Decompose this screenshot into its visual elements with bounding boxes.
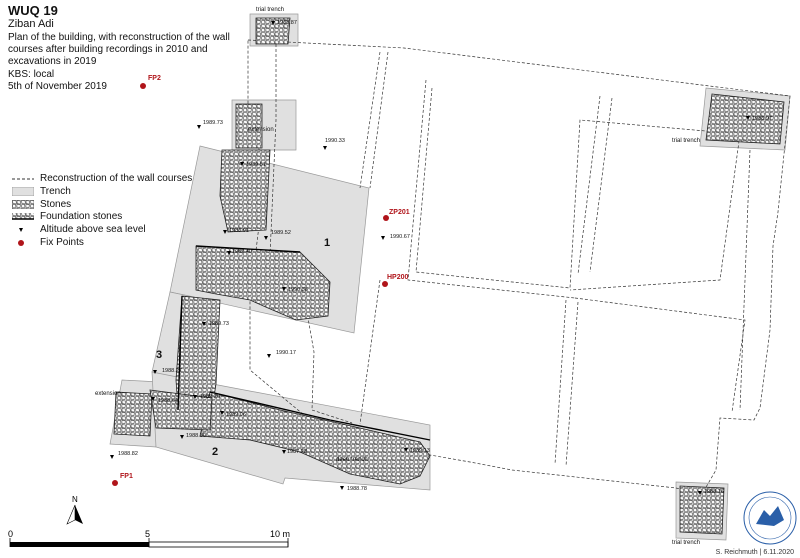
altitude-a11: 1990.17 [276,350,296,356]
site-name: Ziban Adi [8,18,54,30]
legend-reconstruction: Reconstruction of the wall courses [12,172,192,184]
stones-extension-top [235,103,263,149]
kbs-label: KBS: local [8,69,55,80]
fix-point-hp200-label: HP200 [387,274,409,281]
fix-point-zp201-marker [383,215,389,221]
stones-middle-band [195,245,331,321]
scale-five: 5 [145,529,150,539]
fix-point-fp2-marker [140,83,146,89]
description-line-2: courses after building recordings in 201… [8,44,208,55]
trench-number-3: 3 [156,349,162,361]
scale-zero: 0 [8,529,13,539]
scale-ten: 10 m [270,529,290,539]
north-arrow-icon [75,505,83,524]
altitude-a1: 1988.87 [277,20,297,26]
fix-point-fp2-label: FP2 [148,75,161,82]
institute-seal-logo [743,491,797,545]
stones-upper-room [219,149,271,233]
legend-foundation: Foundation stones [12,210,122,222]
altitude-a7: 1990.67 [390,234,410,240]
stones-trial-right [705,93,785,145]
altitude-a8: 1989.40 [232,249,252,255]
stones-trial-bottom [679,485,725,535]
altitude-a18: 1987.28 [287,449,307,455]
altitude-a6: 1989.52 [271,230,291,236]
altitude-a3: 1990.33 [325,138,345,144]
dashed-line-icon [12,174,34,183]
altitude-a21: 1988.97 [752,116,772,122]
north-label: N [72,495,78,504]
altitude-a15: 1989.06 [226,412,246,418]
altitude-a5: 1988.91 [229,228,249,234]
legend-foundation-label: Foundation stones [40,210,123,222]
description-line-3: excavations in 2019 [8,56,97,67]
legend-altitude-label: Altitude above sea level [40,223,146,235]
scale-bar: 0 5 10 m [8,529,290,548]
altitude-a20: 1988.78 [347,486,367,492]
fix-point-hp200-marker [382,281,388,287]
legend-reconstruction-label: Reconstruction of the wall courses [40,172,193,184]
altitude-a13: 1988.64 [158,398,178,404]
altitude-a4: 1989.51 [246,162,266,168]
altitude-a2: 1989.73 [203,120,223,126]
stones-south-band [199,391,431,485]
map-code: WUQ 19 [8,3,58,18]
legend-stones-label: Stones [40,198,72,210]
altitude-a19: 1989.13 [410,448,430,454]
credit-label: S. Reichmuth | 6.11.2020 [715,549,794,556]
fix-point-fp1-marker [112,480,118,486]
label-trial-trench-right: trial trench [672,138,700,144]
altitude-marker-icon [12,225,34,234]
stone-walls [113,17,785,535]
label-trial-trench-top: trial trench [256,7,284,13]
foundation-stones [177,245,431,441]
stones-trial-top [255,17,291,45]
fix-point-icon [12,238,34,247]
altitude-a16: 1988.30 [186,433,206,439]
stones-southwest [149,389,213,431]
altitude-a9: 1990.36 [288,287,308,293]
legend-stones: Stones [11,198,72,210]
altitude-a10: 1989.73 [209,321,229,327]
fix-point-zp201-label: ZP201 [389,209,410,216]
label-deep-trench: deep trench [336,457,368,463]
legend-fixpoints-label: Fix Points [40,236,84,248]
fix-points: FP2 ZP201 HP200 FP1 [112,75,410,486]
stones-extension-left [113,391,153,437]
north-arrow: N [66,495,83,525]
trench-number-1: 1 [324,237,330,249]
legend-trench-label: Trench [40,185,71,197]
legend-fixpoints: Fix Points [12,236,84,248]
date-label: 5th of November 2019 [8,81,107,92]
altitude-a12: 1988.27 [162,368,182,374]
altitude-a22: 1988.16 [704,489,724,495]
label-extension-top: extension [248,127,274,133]
altitude-a14: 1989.20 [200,394,220,400]
foundation-swatch-icon [12,212,34,221]
description-line-1: Plan of the building, with reconstructio… [8,32,230,43]
trench-number-2: 2 [212,446,218,458]
legend-altitude: Altitude above sea level [12,223,146,235]
altitude-labels: 1988.87 1989.73 1990.33 1989.51 1988.91 … [110,20,772,495]
legend-trench: Trench [11,185,71,197]
label-extension-left: extension [95,391,121,397]
label-trial-trench-bottom: trial trench [672,540,700,546]
altitude-a17: 1988.82 [118,451,138,457]
fix-point-fp1-label: FP1 [120,473,133,480]
